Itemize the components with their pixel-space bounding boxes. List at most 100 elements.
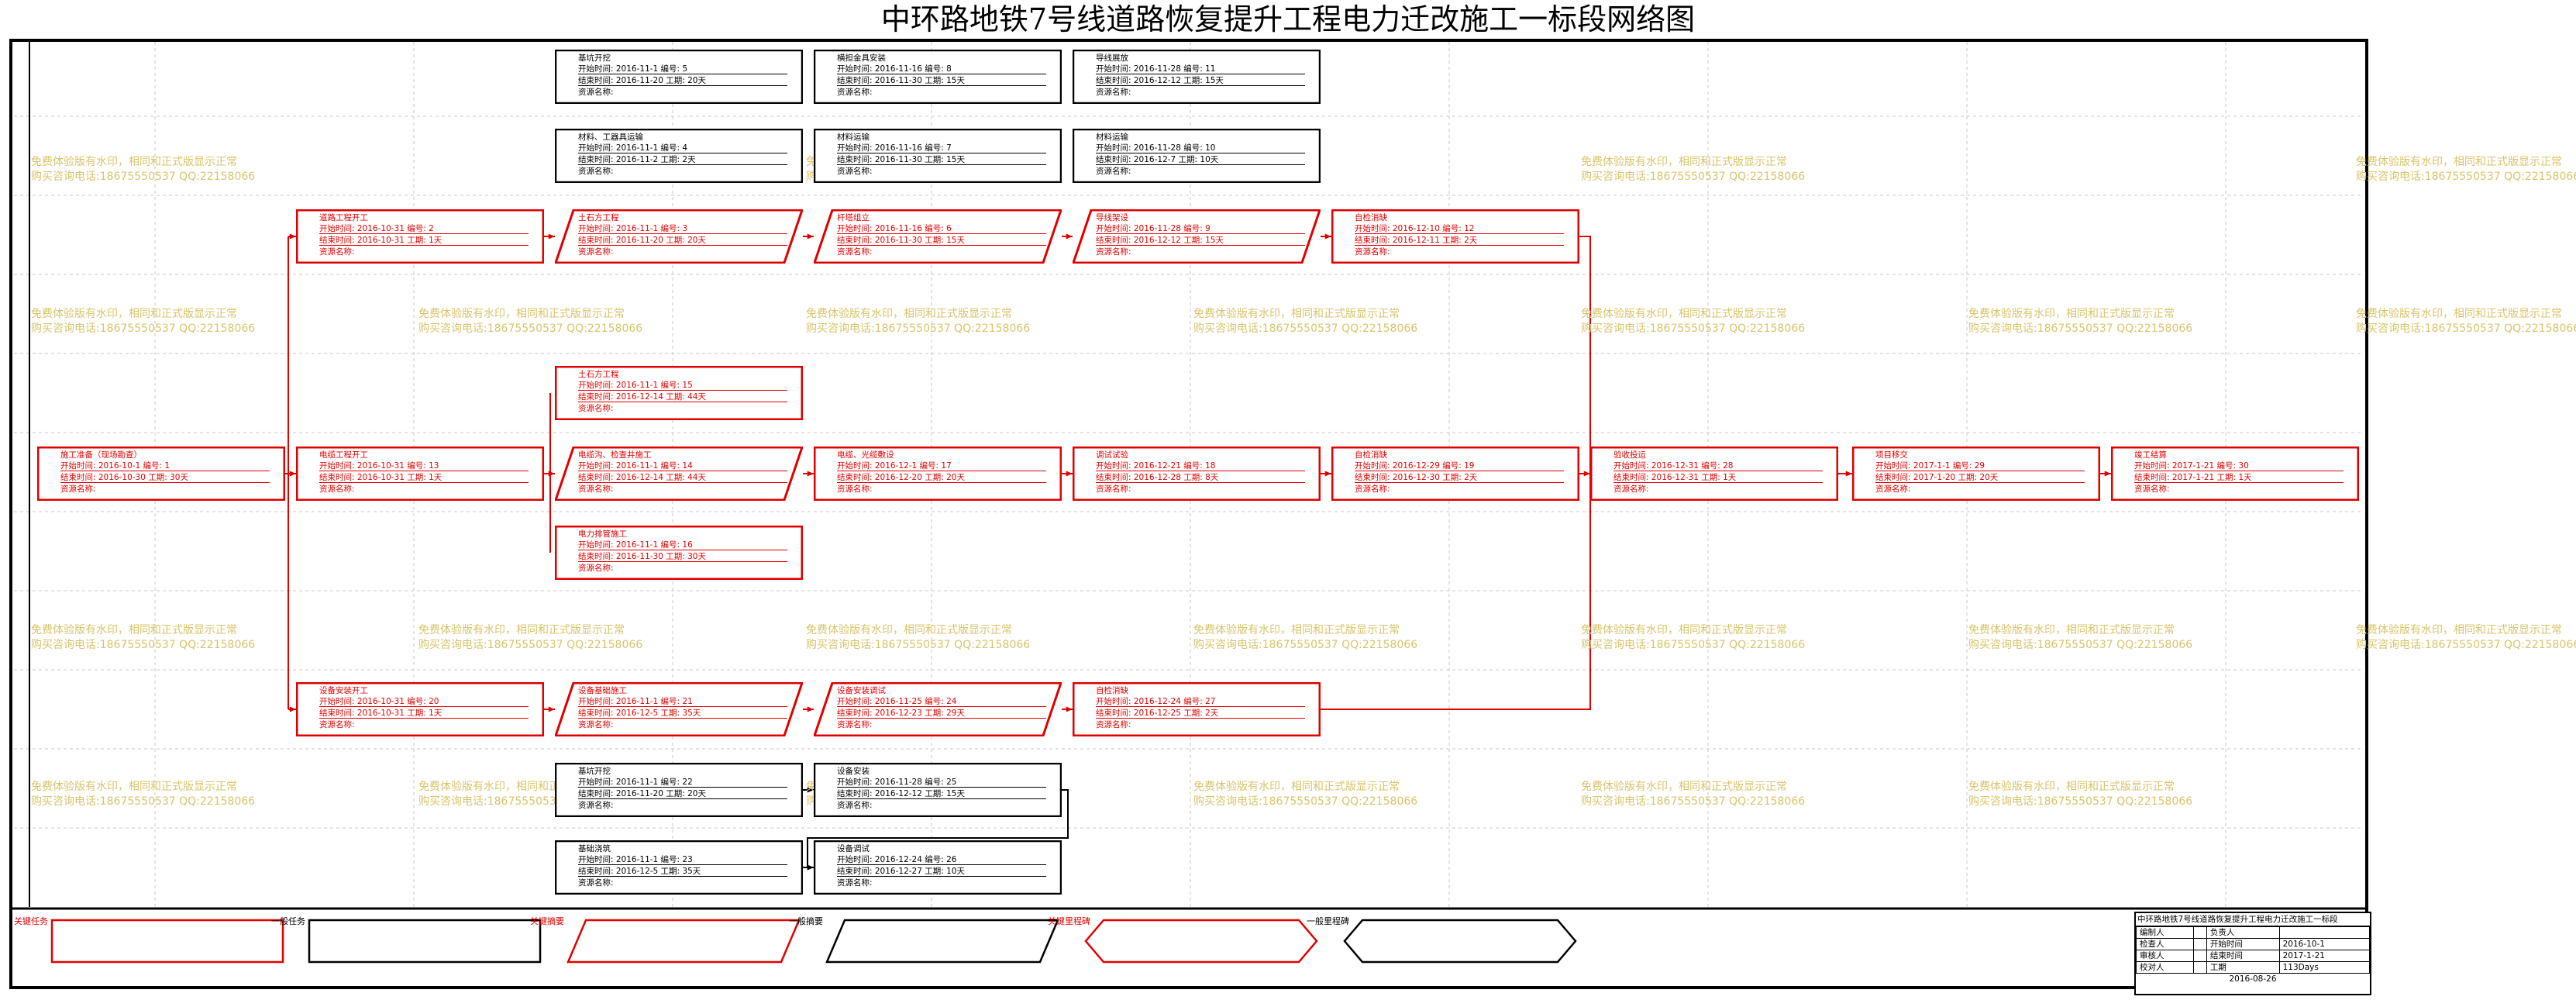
info-cell: 结束时间 [2206,950,2280,962]
watermark-line: 购买咨询电话:18675550537 QQ:22158066 [1968,322,2193,335]
task-end-line: 结束时间: 2016-12-12 工期: 15天 [1096,235,1305,246]
task-end-line: 结束时间: 2016-12-31 工期: 1天 [1613,472,1823,483]
watermark-line: 购买咨询电话:18675550537 QQ:22158066 [1193,795,1418,808]
task-resource-line: 资源名称: [578,88,614,97]
task-shape [1073,447,1321,501]
arrow-head [1324,233,1331,240]
task-outline [814,840,1062,895]
legend-label: 一般里程碑 [1307,916,1349,926]
info-cell [2193,961,2207,974]
task-resource-line: 资源名称: [837,247,873,257]
task-end-line: 结束时间: 2016-12-14 工期: 44天 [578,391,787,402]
watermark-line: 免费体验版有水印，相同和正式版显示正常 [1193,624,1400,636]
watermark: 免费体验版有水印，相同和正式版显示正常购买咨询电话:18675550537 QQ… [1581,780,1805,809]
task-end-line: 结束时间: 2016-11-30 工期: 15天 [837,75,1046,86]
arrow-head [807,864,814,871]
watermark-line: 购买咨询电话:18675550537 QQ:22158066 [1968,639,2193,651]
task-outline [555,526,803,580]
task-shape [1331,209,1579,264]
task-shape [296,682,544,736]
arrow-head [807,706,814,712]
task-shape [1590,447,1838,501]
task-name: 设备安装调试 [837,686,886,695]
task-resource-line: 资源名称: [2134,484,2170,494]
task-outline [37,447,285,501]
info-row: 编制人负责人 [2135,926,2371,939]
diagram-frame [9,39,2368,989]
task-shape [2111,447,2359,501]
info-cell: 113Days [2278,961,2371,974]
watermark: 免费体验版有水印，相同和正式版显示正常购买咨询电话:18675550537 QQ… [1968,307,2192,336]
info-cell: 2016-10-1 [2278,938,2371,950]
task-start-line: 开始时间: 2016-11-28 编号: 11 [1096,64,1305,74]
task-outline [296,447,544,501]
task-shape [555,129,803,183]
task-start-line: 开始时间: 2016-10-1 编号: 1 [60,460,270,471]
task-outline [814,129,1062,183]
task-end-line: 结束时间: 2017-1-21 工期: 1天 [2134,472,2344,483]
arrow-head [289,471,296,477]
task-start-line: 开始时间: 2016-11-1 编号: 21 [578,696,787,707]
task-start-line: 开始时间: 2016-11-1 编号: 23 [578,854,787,865]
watermark-line: 购买咨询电话:18675550537 QQ:22158066 [1193,322,1418,335]
task-outline [1331,209,1579,264]
arrow-head [1066,471,1073,477]
task-resource-line: 资源名称: [319,720,355,729]
watermark-line: 购买咨询电话:18675550537 QQ:22158066 [806,639,1031,651]
watermark-line: 免费体验版有水印，相同和正式版显示正常 [1968,308,2175,320]
task-resource-line: 资源名称: [578,484,614,494]
task-shape [814,682,1062,736]
arrow-head [1066,233,1073,240]
task-shape [814,50,1062,104]
legend-swatch [308,919,542,964]
task-shape [1852,447,2100,501]
task-name: 基础浇筑 [578,844,611,853]
task-name: 电缆、光缆敷设 [837,450,894,460]
task-start-line: 开始时间: 2016-10-31 编号: 13 [319,460,529,471]
task-name: 基坑开挖 [578,53,611,63]
info-cell [2193,926,2207,939]
task-start-line: 开始时间: 2016-11-16 编号: 8 [837,64,1046,74]
task-start-line: 开始时间: 2017-1-21 编号: 30 [2134,460,2344,471]
task-start-line: 开始时间: 2016-11-1 编号: 4 [578,143,787,153]
task-resource-line: 资源名称: [837,878,873,888]
task-shape [555,209,803,264]
